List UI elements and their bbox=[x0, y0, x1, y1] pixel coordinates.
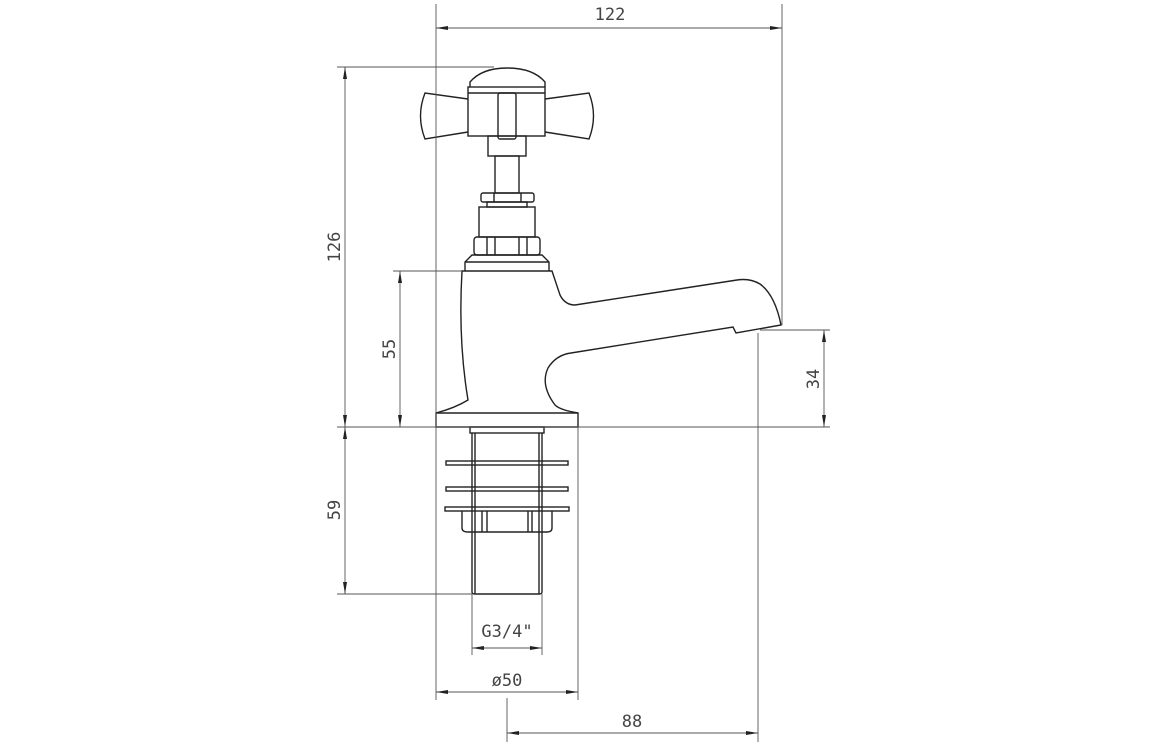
back-nut bbox=[461, 511, 553, 533]
label-55: 55 bbox=[380, 339, 400, 359]
label-126: 126 bbox=[325, 232, 345, 263]
headwork-nut bbox=[473, 236, 541, 256]
handle-hub bbox=[467, 86, 546, 137]
left-lever bbox=[419, 92, 469, 140]
threaded-tail bbox=[471, 433, 543, 595]
label-diameter-50: ø50 bbox=[492, 671, 523, 691]
tap-body-spout bbox=[435, 270, 782, 428]
headwork-collar bbox=[478, 206, 536, 238]
handle-indicator bbox=[497, 92, 517, 140]
label-59: 59 bbox=[325, 500, 345, 520]
tail-top-ring bbox=[469, 426, 545, 434]
small-nut bbox=[480, 192, 535, 203]
washer-3 bbox=[444, 506, 570, 512]
label-88: 88 bbox=[622, 712, 642, 732]
label-122: 122 bbox=[595, 5, 626, 25]
cap-dome bbox=[469, 67, 546, 87]
spindle bbox=[494, 155, 520, 194]
tap-outline bbox=[419, 67, 782, 595]
washer-1 bbox=[445, 460, 569, 466]
label-34: 34 bbox=[804, 369, 824, 389]
right-lever bbox=[544, 92, 595, 140]
dimension-lines bbox=[337, 4, 830, 742]
washer-2 bbox=[445, 486, 569, 492]
label-thread: G3/4" bbox=[481, 622, 532, 642]
dimension-labels: 122 126 55 34 59 G3/4" ø50 88 bbox=[325, 5, 824, 732]
flange bbox=[464, 254, 550, 271]
